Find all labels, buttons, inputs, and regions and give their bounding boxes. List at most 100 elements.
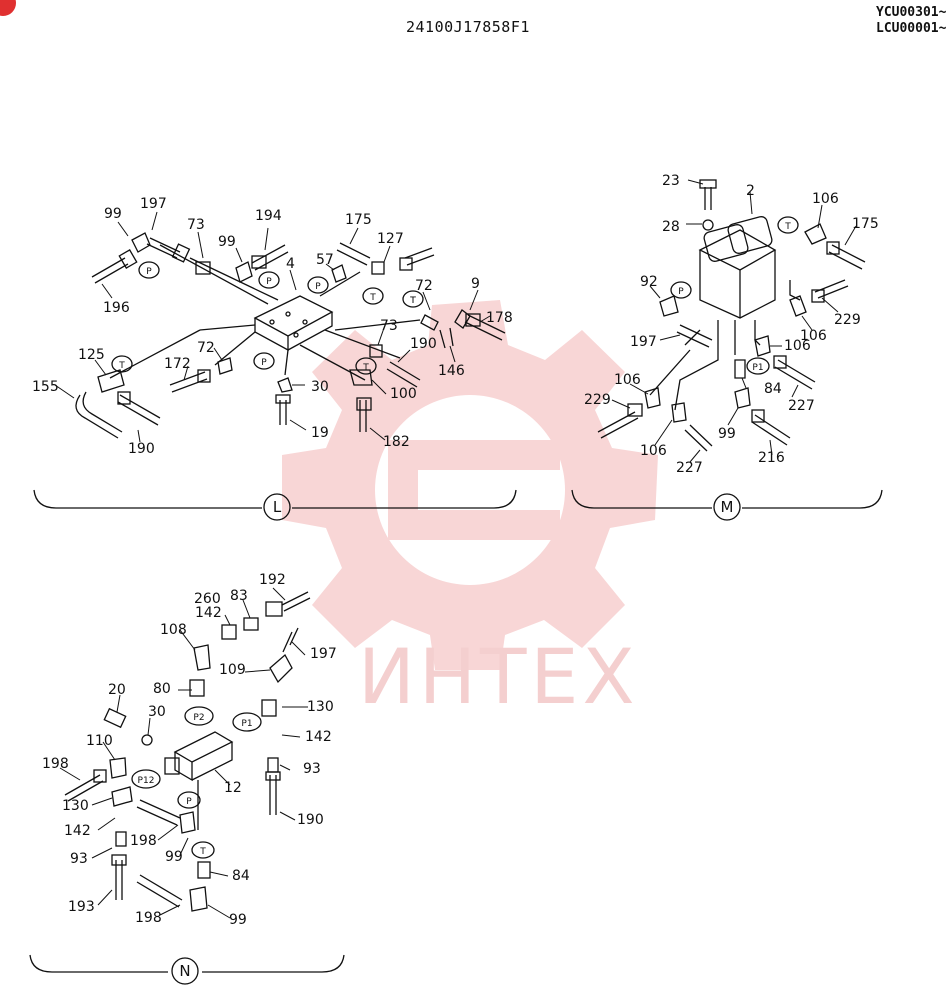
part-number-label: 93 [70,851,88,867]
section-N-drawing [29,591,345,985]
part-number-label: 28 [662,219,680,235]
port-mark-label: T [118,361,125,371]
part-number-label: 72 [197,340,215,356]
part-number-label: 172 [164,356,191,372]
part-number-label: 106 [812,191,839,207]
part-number-label: 182 [383,434,410,450]
part-number-label: 146 [438,363,465,379]
part-number-label: 190 [297,812,324,828]
part-number-label: 20 [108,682,126,698]
part-number-label: 73 [380,318,398,334]
part-number-label: 99 [104,206,122,222]
part-number-label: 175 [852,216,879,232]
part-number-label: 193 [68,899,95,915]
part-number-label: 127 [377,231,404,247]
port-mark-label: P [186,797,192,807]
part-number-label: 229 [834,312,861,328]
part-number-label: 142 [305,729,332,745]
part-number-label: 197 [630,334,657,350]
part-number-label: 198 [135,910,162,926]
leader-lines [54,179,857,919]
port-mark-label: T [409,296,416,306]
part-number-label: 30 [148,704,166,720]
part-number-label: 108 [160,622,187,638]
part-number-label: 23 [662,173,680,189]
section-M-drawing [571,179,883,521]
part-number-label: 227 [788,398,815,414]
section-letter-M: M [721,498,734,516]
port-mark-label: T [369,293,376,303]
part-number-label: 92 [640,274,658,290]
part-number-label: 260 [194,591,221,607]
part-number-label: 84 [764,381,782,397]
part-number-label: 229 [584,392,611,408]
port-mark-label: T [362,363,369,373]
part-number-label: 125 [78,347,105,363]
watermark-text: ИНТЕХ [358,632,639,721]
part-number-label: 80 [153,681,171,697]
port-mark-label: P [315,282,321,292]
part-number-label: 178 [486,310,513,326]
diagram-title: 24100J17858F1 [406,18,530,36]
section-letter-L: L [273,498,282,516]
part-number-label: 142 [195,605,222,621]
port-mark-ovals [111,216,799,859]
part-number-label: 106 [640,443,667,459]
serial-range-2: LCU00001~ [876,21,947,36]
part-number-label: 110 [86,733,113,749]
port-mark-label: T [784,222,791,232]
part-number-label: 30 [311,379,329,395]
part-number-label: 106 [614,372,641,388]
part-number-label: 190 [128,441,155,457]
part-number-label: 57 [316,252,334,268]
part-number-label: 216 [758,450,785,466]
corner-badge [0,0,16,16]
port-mark-label: P [266,277,272,287]
port-mark-label: P2 [193,713,204,723]
part-number-label: 19 [311,425,329,441]
port-mark-label: T [409,296,416,306]
part-number-label: 196 [103,300,130,316]
watermark-gear-logo [282,300,658,670]
port-mark-label: T [199,847,206,857]
part-number-label: 73 [187,217,205,233]
part-number-label: 100 [390,386,417,402]
part-number-label: 227 [676,460,703,476]
part-number-label: 198 [130,833,157,849]
part-number-label: 130 [62,798,89,814]
part-number-label: 72 [415,278,433,294]
port-mark-label: P1 [752,363,763,373]
part-number-label: 190 [410,336,437,352]
part-number-label: 93 [303,761,321,777]
part-number-label: 155 [32,379,59,395]
part-number-label: 99 [165,849,183,865]
part-number-label: 12 [224,780,242,796]
part-number-label: 99 [718,426,736,442]
part-number-label: 198 [42,756,69,772]
section-L-drawing [33,232,517,521]
part-number-label: 83 [230,588,248,604]
serial-range-1: YCU00301~ [876,5,947,20]
part-number-label: 197 [140,196,167,212]
part-number-label: 106 [784,338,811,354]
part-number-label: 142 [64,823,91,839]
port-mark-label: P1 [241,719,252,729]
part-number-label: 99 [229,912,247,928]
port-mark-label: P [146,267,152,277]
part-number-label: 99 [218,234,236,250]
part-number-label: 197 [310,646,337,662]
port-mark-label: P [261,358,267,368]
port-mark-label: P12 [138,776,155,786]
part-number-label: 192 [259,572,286,588]
part-number-label: 9 [471,276,480,292]
part-number-label: 130 [307,699,334,715]
part-number-label: 175 [345,212,372,228]
part-number-label: 106 [800,328,827,344]
part-number-label: 194 [255,208,282,224]
part-number-label: 109 [219,662,246,678]
part-number-label: 84 [232,868,250,884]
